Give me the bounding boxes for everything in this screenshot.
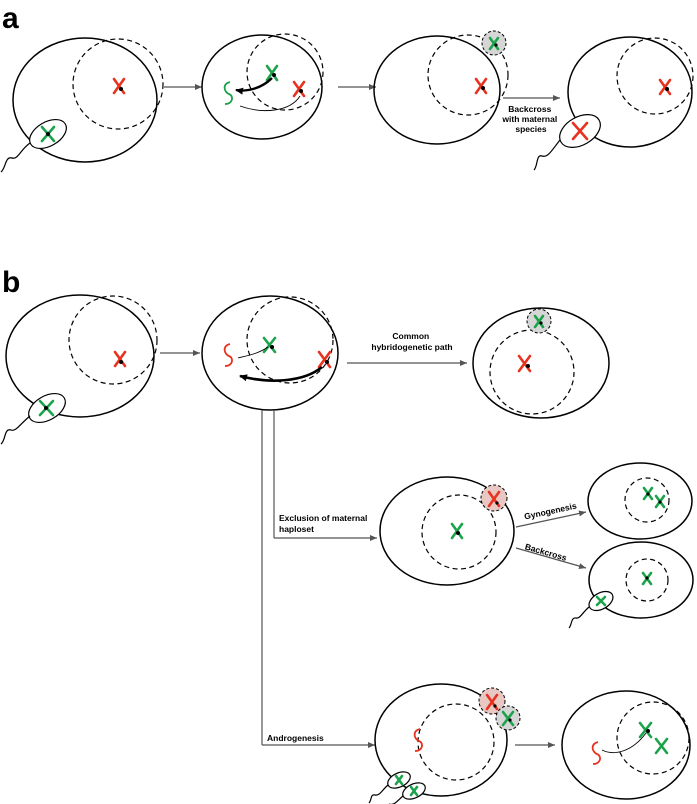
panel-a-egg-1 (0, 37, 164, 173)
panel-b-egg-1 (0, 294, 158, 445)
maternal-chromosome (112, 77, 126, 95)
panel-b-egg-6 (568, 541, 694, 629)
panel-b-egg-3 (472, 307, 610, 419)
label-androgenesis: Androgenesis (267, 733, 324, 743)
sperm-cell (0, 118, 67, 173)
label-gynogenesis: Gynogenesis (523, 501, 578, 522)
panel-a-egg-3 (373, 30, 509, 145)
panel-b-egg-8 (561, 690, 691, 800)
panel-b-egg-5 (587, 462, 693, 540)
panel-b-egg-2 (201, 295, 339, 411)
panel-a-egg-4 (533, 36, 694, 171)
sperm-cell (0, 392, 66, 445)
panel-a-letter: a (2, 2, 19, 35)
label-backcross: Backcross (524, 541, 568, 563)
sperm-cell (368, 771, 411, 804)
label-common-path: Common hybridogenetic path (371, 331, 452, 352)
panel-a-egg-2 (201, 33, 324, 140)
panel-b-egg-4 (379, 476, 515, 586)
sperm-cell (533, 114, 601, 171)
panel-b-egg-7 (368, 683, 521, 804)
sperm-cell (389, 782, 426, 804)
panel-b-letter: b (2, 266, 20, 299)
label-backcross-maternal: Backcross with maternal species (501, 104, 559, 134)
sperm-cell (568, 590, 614, 629)
label-exclusion: Exclusion of maternal haploset (279, 513, 370, 534)
